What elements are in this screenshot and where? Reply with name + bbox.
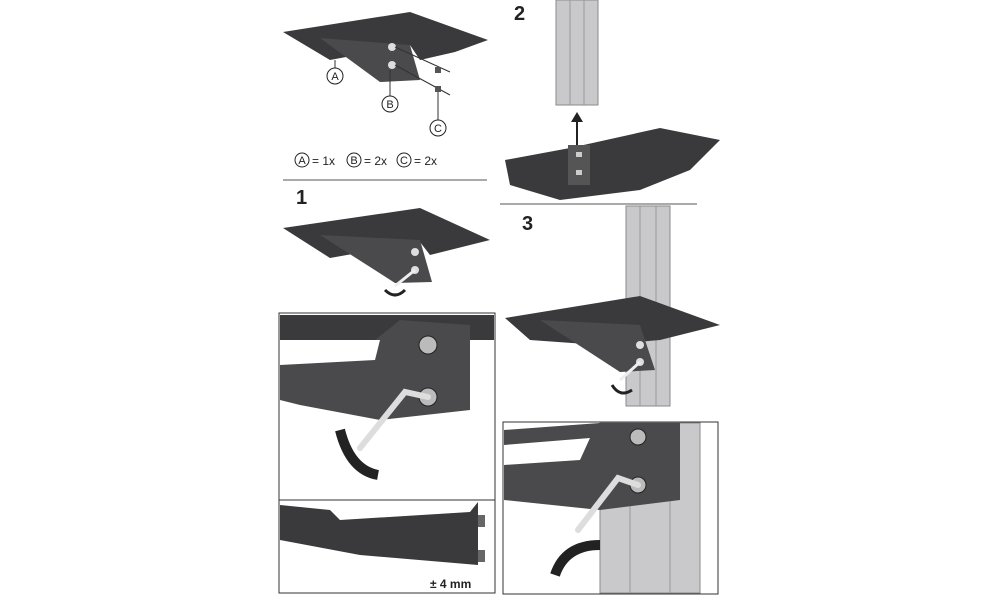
bracket-cutout bbox=[280, 340, 380, 365]
screw-head bbox=[478, 515, 485, 527]
step-1-number: 1 bbox=[296, 187, 307, 209]
hex-key bbox=[575, 474, 641, 533]
legend-a-part: A bbox=[298, 155, 306, 167]
legend-a-circle bbox=[294, 152, 310, 168]
screw-head bbox=[478, 550, 485, 562]
shelf-plate bbox=[283, 208, 490, 258]
shelf-bracket bbox=[568, 145, 590, 185]
callout-b-label: B bbox=[386, 99, 393, 111]
callout-b bbox=[381, 95, 399, 113]
parts-legend: A = 1x B = 2x C = 2x bbox=[294, 152, 437, 168]
step-1-illustration bbox=[283, 208, 490, 297]
callout-c-label: C bbox=[434, 123, 442, 135]
parts-overview: A B C bbox=[283, 12, 488, 137]
screw bbox=[629, 428, 647, 446]
adjustment-label: ± 4 mm bbox=[430, 577, 471, 591]
legend-b-qty: = 2x bbox=[364, 154, 387, 168]
legend-c-qty: = 2x bbox=[414, 154, 437, 168]
legend-b-circle bbox=[346, 152, 362, 168]
screw-hole bbox=[636, 341, 644, 349]
shelf-plate bbox=[505, 296, 720, 345]
legend-c-circle bbox=[396, 152, 412, 168]
callout-a bbox=[326, 67, 344, 85]
legend-b-part: B bbox=[350, 155, 357, 167]
detail-inset-1: ± 4 mm bbox=[278, 312, 496, 594]
screw-hole bbox=[388, 61, 396, 69]
hex-key bbox=[357, 388, 431, 451]
screw-hole bbox=[411, 248, 419, 256]
screw bbox=[418, 335, 438, 355]
hex-key bbox=[394, 268, 416, 288]
screw-c bbox=[435, 86, 441, 92]
legend-c-part: C bbox=[400, 155, 408, 167]
callout-a-label: A bbox=[331, 71, 339, 83]
shelf-bracket bbox=[504, 423, 680, 510]
up-arrow-icon bbox=[571, 112, 583, 145]
step-2-number: 2 bbox=[514, 3, 525, 25]
shelf-side-view bbox=[280, 502, 478, 565]
callout-c bbox=[429, 119, 447, 137]
hex-key bbox=[618, 360, 642, 382]
detail-inset-3 bbox=[502, 421, 719, 595]
slot bbox=[576, 170, 582, 175]
bracket-cutout bbox=[504, 438, 590, 465]
step-3-illustration bbox=[505, 205, 720, 407]
screw-hole bbox=[388, 43, 396, 51]
rotate-arrow-icon bbox=[550, 540, 601, 577]
shelf-bracket bbox=[320, 235, 432, 283]
slot bbox=[576, 152, 582, 157]
legend-a-qty: = 1x bbox=[312, 154, 335, 168]
screw-c bbox=[435, 67, 441, 73]
step-2-illustration bbox=[505, 0, 720, 200]
shelf-bracket bbox=[540, 320, 655, 372]
rotate-arrow-icon bbox=[610, 384, 633, 395]
column bbox=[555, 0, 599, 106]
step-3-number: 3 bbox=[522, 213, 533, 235]
rotate-arrow-icon bbox=[335, 428, 380, 480]
shelf-plate bbox=[505, 128, 720, 200]
rotate-arrow-icon bbox=[383, 288, 407, 297]
